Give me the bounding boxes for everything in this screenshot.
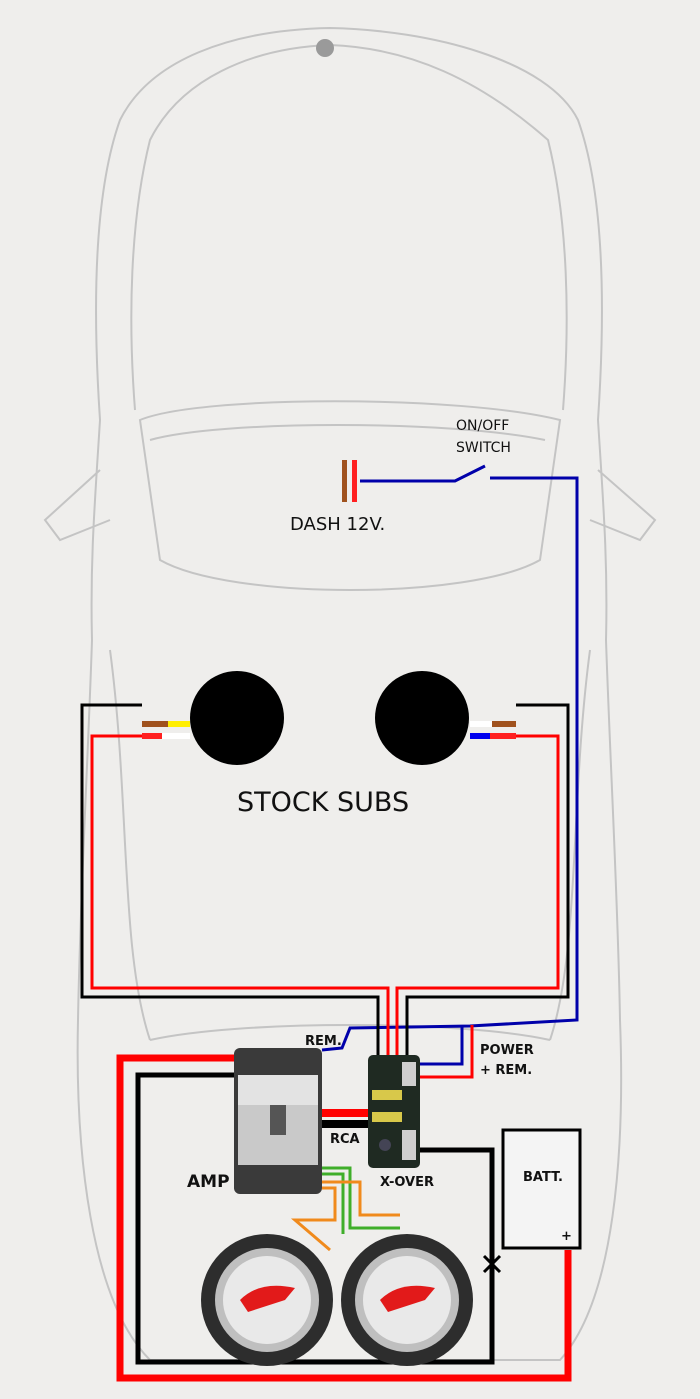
stock-sub-right xyxy=(375,671,469,765)
speaker-wires xyxy=(80,703,570,1058)
amp-to-subwoofer-wires xyxy=(290,1166,400,1252)
battery xyxy=(501,1128,582,1250)
stock-sub-left xyxy=(190,671,284,765)
stock-sub-left-terminals xyxy=(142,721,190,739)
dash-terminal-red xyxy=(352,460,357,502)
amp-label: AMP xyxy=(187,1172,230,1192)
dash-label: DASH 12V. xyxy=(290,514,385,535)
power-label-1: POWER xyxy=(480,1043,534,1058)
subwoofer-left xyxy=(201,1234,333,1366)
stock-sub-right-terminals xyxy=(470,721,516,739)
dash-terminal-brown xyxy=(342,460,347,502)
switch-label-2: SWITCH xyxy=(456,440,511,456)
xover-label: X-OVER xyxy=(380,1175,434,1190)
subwoofer-right xyxy=(341,1234,473,1366)
switch-label-1: ON/OFF xyxy=(456,418,509,434)
power-rem-wire xyxy=(420,1025,474,1079)
rca-label: RCA xyxy=(330,1132,360,1147)
amplifier xyxy=(234,1048,322,1194)
stock-subs-label: STOCK SUBS xyxy=(237,787,409,818)
crossover xyxy=(368,1055,420,1168)
rem-label: REM. xyxy=(305,1034,342,1049)
rca-black xyxy=(320,1120,372,1128)
main-ground-wire xyxy=(135,1072,495,1365)
car-outline xyxy=(43,26,657,1361)
power-label-2: + REM. xyxy=(480,1063,532,1078)
battery-label: BATT. xyxy=(523,1170,563,1185)
rca-red xyxy=(320,1109,372,1117)
battery-plus-label: + xyxy=(561,1229,572,1244)
main-power-wire xyxy=(116,1054,572,1382)
fuse-x-icon xyxy=(482,1254,502,1274)
remote-wire xyxy=(321,464,579,1066)
